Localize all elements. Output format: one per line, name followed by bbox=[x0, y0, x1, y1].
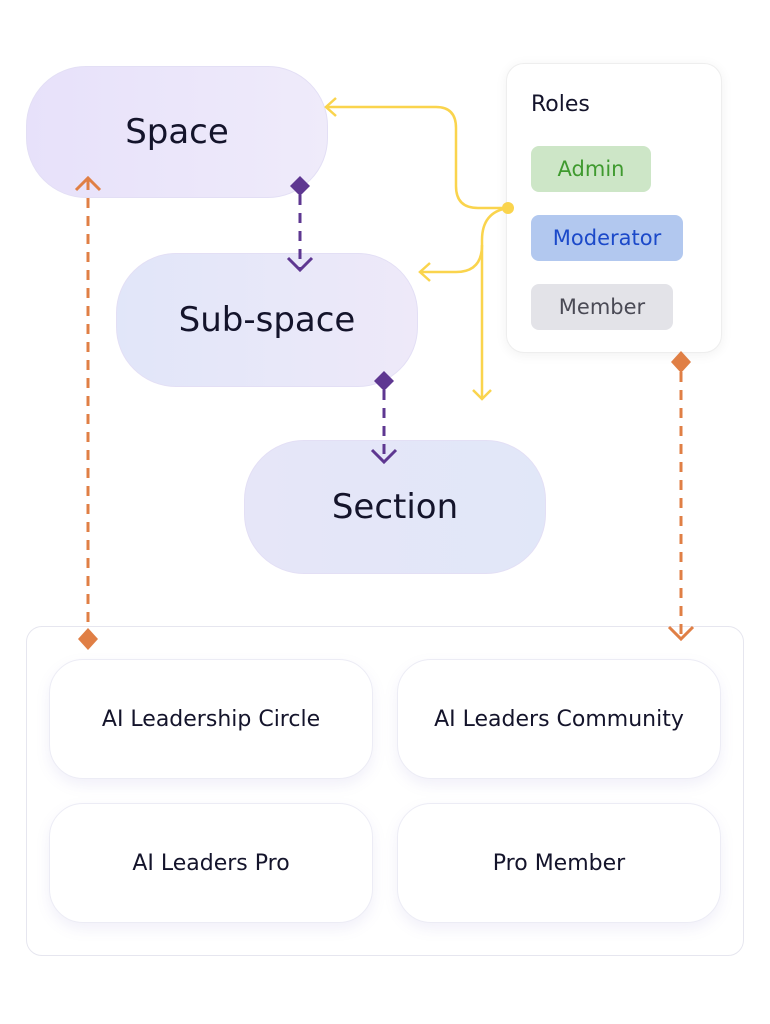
role-badge-admin: Admin bbox=[531, 146, 651, 192]
subspace-label: Sub-space bbox=[178, 300, 356, 340]
membership-group: AI Leadership Circle AI Leaders Communit… bbox=[26, 626, 744, 956]
section-node: Section bbox=[244, 440, 546, 574]
roles-panel: Roles Admin Moderator Member bbox=[506, 63, 722, 353]
membership-card: AI Leaders Pro bbox=[49, 803, 373, 923]
subspace-node: Sub-space bbox=[116, 253, 418, 387]
diamond-icon bbox=[671, 351, 691, 373]
membership-card: Pro Member bbox=[397, 803, 721, 923]
space-node: Space bbox=[26, 66, 328, 198]
roles-title: Roles bbox=[531, 92, 590, 117]
section-label: Section bbox=[331, 487, 459, 527]
membership-card: AI Leaders Community bbox=[397, 659, 721, 779]
space-membership-connector bbox=[74, 175, 102, 632]
role-badge-moderator: Moderator bbox=[531, 215, 683, 261]
role-badge-member: Member bbox=[531, 284, 673, 330]
membership-card: AI Leadership Circle bbox=[49, 659, 373, 779]
space-label: Space bbox=[125, 112, 229, 152]
roles-membership-connector bbox=[667, 372, 695, 642]
